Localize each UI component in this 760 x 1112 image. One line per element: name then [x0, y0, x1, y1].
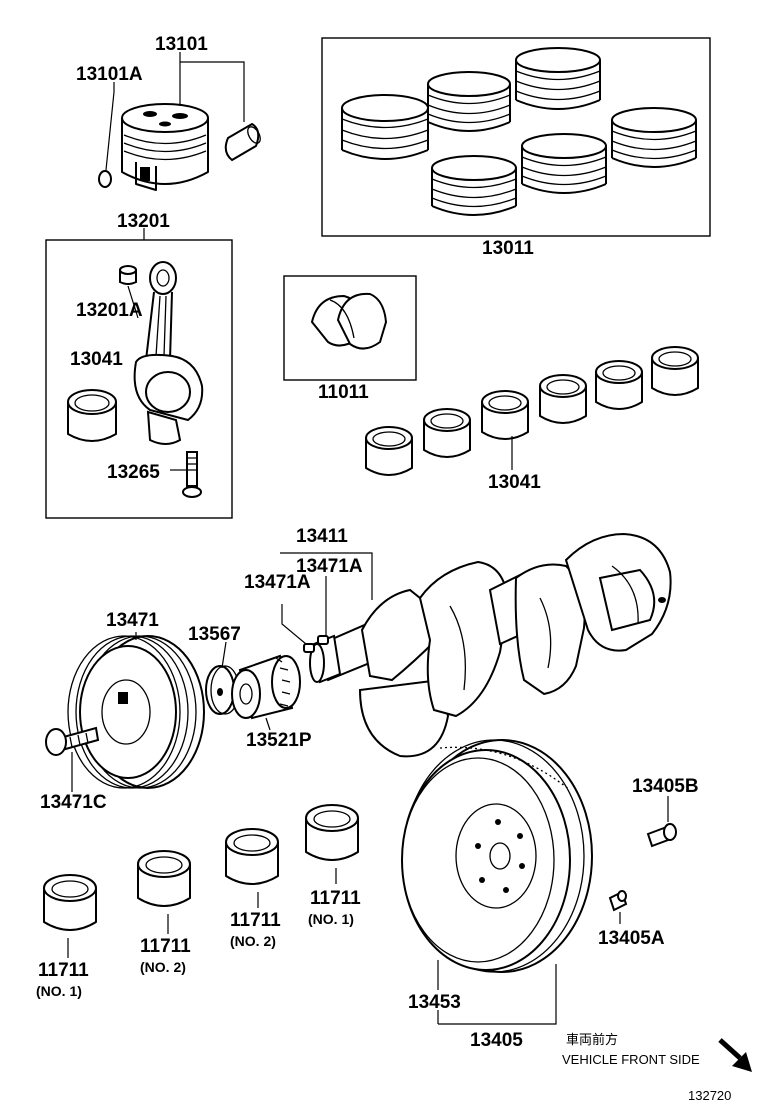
part-number-13101A: 13101A: [76, 64, 143, 85]
connecting-rod[interactable]: [133, 261, 204, 445]
part-number-13405A: 13405A: [598, 928, 665, 949]
part-number-13567: 13567: [188, 624, 241, 645]
part-number-13011: 13011: [482, 238, 534, 259]
crankshaft-thrust-washer[interactable]: [310, 292, 388, 350]
vehicle-front-arrow-icon: [718, 1038, 752, 1072]
bearing-note-no2-right: (NO. 2): [230, 933, 276, 949]
crankshaft-timing-pulley[interactable]: [231, 654, 301, 720]
crankshaft-bearing-no1-right[interactable]: [305, 804, 359, 861]
part-number-13411: 13411: [296, 526, 348, 547]
piston-pin[interactable]: [224, 122, 263, 162]
connecting-rod-bearing[interactable]: [67, 389, 117, 442]
part-number-13265: 13265: [107, 462, 160, 483]
part-number-13521P: 13521P: [246, 730, 312, 751]
bearing-note-no1-right: (NO. 1): [308, 911, 354, 927]
vehicle-front-side-japanese: 車両前方: [566, 1032, 618, 1047]
crankshaft-pulley[interactable]: [67, 635, 205, 789]
crankshaft-main-bearings[interactable]: [365, 346, 699, 476]
crankshaft-pulley-bolt[interactable]: [45, 726, 100, 756]
vehicle-front-side-label: VEHICLE FRONT SIDE: [562, 1052, 700, 1067]
part-number-13453: 13453: [408, 992, 461, 1013]
part-number-13471C: 13471C: [40, 792, 107, 813]
part-number-13471A-right: 13471A: [296, 556, 363, 577]
part-number-11011: 11011: [318, 382, 369, 403]
connecting-rod-box: [45, 239, 233, 519]
flywheel-bolt[interactable]: [646, 823, 677, 848]
crankshaft-bearing-no2-right[interactable]: [225, 828, 279, 885]
part-number-13201A: 13201A: [76, 300, 143, 321]
crankshaft-bearing-no1-left[interactable]: [43, 874, 97, 931]
part-number-11711-no1-left: 11711: [38, 960, 89, 981]
bearing-note-no2-left: (NO. 2): [140, 959, 186, 975]
bearing-note-no1-left: (NO. 1): [36, 983, 82, 999]
crankshaft-keys[interactable]: [303, 635, 329, 653]
piston[interactable]: [121, 103, 209, 191]
crankshaft-bearing-no2-left[interactable]: [137, 850, 191, 907]
flywheel[interactable]: [401, 739, 593, 973]
thrust-washer-box: [283, 275, 417, 381]
part-number-11711-no2-left: 11711: [140, 936, 191, 957]
piston-ring-set-box: [321, 37, 711, 237]
part-number-13405B: 13405B: [632, 776, 699, 797]
connecting-rod-bushing[interactable]: [119, 265, 137, 285]
part-number-13101: 13101: [155, 34, 208, 55]
part-number-13041-main: 13041: [488, 472, 541, 493]
connecting-rod-bolt[interactable]: [182, 451, 202, 498]
flywheel-dowel-pin[interactable]: [608, 890, 628, 912]
part-number-13471A-left: 13471A: [244, 572, 311, 593]
crankshaft[interactable]: [309, 532, 672, 758]
figure-number: 132720: [688, 1088, 731, 1103]
part-number-13405: 13405: [470, 1030, 523, 1051]
piston-ring-set[interactable]: [341, 47, 697, 216]
part-number-13471: 13471: [106, 610, 159, 631]
piston-pin-snap-ring[interactable]: [98, 170, 112, 188]
part-number-13201: 13201: [117, 211, 170, 232]
part-number-11711-no1-right: 11711: [310, 888, 361, 909]
part-number-11711-no2-right: 11711: [230, 910, 281, 931]
part-number-13041-rod: 13041: [70, 349, 123, 370]
